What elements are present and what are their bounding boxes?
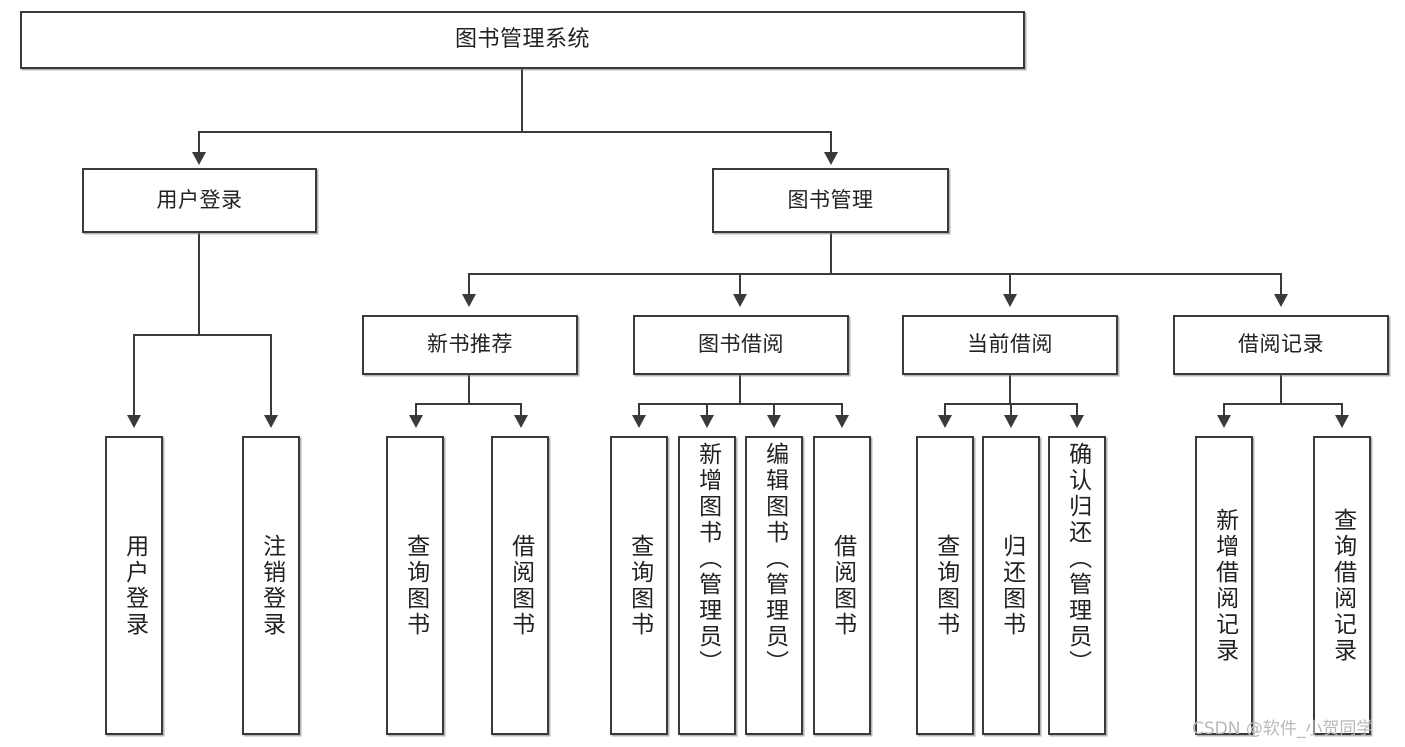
node-label: 查询借阅记录 <box>1329 507 1356 664</box>
edge-borrow-record-branch-2 <box>1341 403 1343 416</box>
node-label: 图书管理 <box>787 187 874 212</box>
node-leaf-query-book-current[interactable]: 查询图书 <box>916 436 974 735</box>
edge-to-current-borrow <box>1009 273 1011 295</box>
node-label: 新书推荐 <box>427 332 513 357</box>
node-label: 图书借阅 <box>698 332 784 357</box>
node-book-borrow[interactable]: 图书借阅 <box>633 315 849 375</box>
node-label: 图书管理系统 <box>454 26 590 52</box>
node-borrow-record[interactable]: 借阅记录 <box>1173 315 1389 375</box>
node-label: 用户登录 <box>156 187 243 212</box>
node-label: 编辑图书（管理员） <box>761 442 788 676</box>
arrowhead-to-current-borrow <box>1003 294 1017 307</box>
edge-to-borrow-record <box>1280 273 1282 295</box>
node-leaf-query-book-new[interactable]: 查询图书 <box>386 436 444 735</box>
edge-borrow-record-branch-1 <box>1223 403 1225 416</box>
arrowhead-to-book-borrow <box>733 294 747 307</box>
node-label: 归还图书 <box>998 533 1025 638</box>
arrowhead-book-borrow-leaf-1 <box>632 415 646 428</box>
node-label: 确认归还（管理员） <box>1064 442 1091 676</box>
edge-book-borrow-bus <box>638 403 842 405</box>
edge-borrow-record-stem <box>1280 375 1282 404</box>
arrowhead-current-borrow-leaf-3 <box>1070 415 1084 428</box>
node-book-management[interactable]: 图书管理 <box>712 168 949 233</box>
node-label: 新增借阅记录 <box>1211 507 1238 664</box>
arrowhead-current-borrow-leaf-2 <box>1004 415 1018 428</box>
edge-root-to-book-manage <box>830 131 832 153</box>
node-new-book-recommend[interactable]: 新书推荐 <box>362 315 578 375</box>
node-leaf-return-book[interactable]: 归还图书 <box>982 436 1040 735</box>
node-label: 查询图书 <box>932 533 959 638</box>
edge-to-new-book <box>468 273 470 295</box>
edge-book-borrow-stem <box>739 375 741 404</box>
node-label: 借阅图书 <box>507 533 534 638</box>
node-label: 查询图书 <box>626 533 653 638</box>
edge-borrow-record-bus <box>1223 403 1343 405</box>
edge-current-borrow-stem <box>1009 375 1011 404</box>
edge-current-borrow-branch-1 <box>944 403 946 416</box>
node-leaf-borrow-book-new[interactable]: 借阅图书 <box>491 436 549 735</box>
edge-new-book-stem <box>468 375 470 404</box>
arrowhead-borrow-record-leaf-1 <box>1217 415 1231 428</box>
edge-book-borrow-branch-3 <box>773 403 775 416</box>
edge-book-borrow-branch-2 <box>706 403 708 416</box>
node-label: 用户登录 <box>121 533 148 638</box>
node-label: 新增图书（管理员） <box>694 442 721 676</box>
node-leaf-edit-book-admin[interactable]: 编辑图书（管理员） <box>745 436 803 735</box>
arrowhead-new-book-leaf-2 <box>514 415 528 428</box>
node-current-borrow[interactable]: 当前借阅 <box>902 315 1118 375</box>
node-user-login[interactable]: 用户登录 <box>82 168 317 233</box>
node-leaf-query-book-borrow[interactable]: 查询图书 <box>610 436 668 735</box>
node-root-book-management-system[interactable]: 图书管理系统 <box>20 11 1025 69</box>
arrowhead-to-user-login <box>192 152 206 165</box>
node-label: 借阅图书 <box>829 533 856 638</box>
edge-current-borrow-branch-2 <box>1010 403 1012 416</box>
edge-root-to-user-login <box>198 131 200 153</box>
edge-book-manage-stem <box>830 233 832 275</box>
edge-root-stem <box>521 69 523 133</box>
edge-user-login-branch-1 <box>133 334 135 416</box>
node-label: 查询图书 <box>402 533 429 638</box>
arrowhead-to-borrow-record <box>1274 294 1288 307</box>
arrowhead-new-book-leaf-1 <box>409 415 423 428</box>
arrowhead-borrow-record-leaf-2 <box>1335 415 1349 428</box>
edge-new-book-branch-1 <box>415 403 417 416</box>
edge-current-borrow-branch-3 <box>1076 403 1078 416</box>
arrowhead-current-borrow-leaf-1 <box>938 415 952 428</box>
node-label: 借阅记录 <box>1238 332 1324 357</box>
node-leaf-query-borrow-record[interactable]: 查询借阅记录 <box>1313 436 1371 735</box>
edge-user-login-bus <box>133 334 272 336</box>
edge-book-borrow-branch-4 <box>841 403 843 416</box>
edge-new-book-bus <box>415 403 522 405</box>
arrowhead-book-borrow-leaf-3 <box>767 415 781 428</box>
edge-root-bus <box>198 131 832 133</box>
node-leaf-borrow-book[interactable]: 借阅图书 <box>813 436 871 735</box>
arrowhead-to-book-manage <box>824 152 838 165</box>
node-leaf-logout[interactable]: 注销登录 <box>242 436 300 735</box>
node-leaf-confirm-return-admin[interactable]: 确认归还（管理员） <box>1048 436 1106 735</box>
edge-new-book-branch-2 <box>520 403 522 416</box>
node-leaf-add-book-admin[interactable]: 新增图书（管理员） <box>678 436 736 735</box>
edge-to-book-borrow <box>739 273 741 295</box>
node-label: 注销登录 <box>258 533 285 638</box>
node-leaf-user-login[interactable]: 用户登录 <box>105 436 163 735</box>
node-leaf-add-borrow-record[interactable]: 新增借阅记录 <box>1195 436 1253 735</box>
edge-book-manage-bus <box>468 273 1280 275</box>
arrowhead-user-login-leaf-2 <box>264 415 278 428</box>
arrowhead-user-login-leaf-1 <box>127 415 141 428</box>
edge-user-login-branch-2 <box>270 334 272 416</box>
arrowhead-book-borrow-leaf-4 <box>835 415 849 428</box>
watermark: CSDN @软件_小贺同学 <box>1192 719 1374 739</box>
edge-user-login-stem <box>198 233 200 335</box>
edge-book-borrow-branch-1 <box>638 403 640 416</box>
arrowhead-to-new-book <box>462 294 476 307</box>
node-label: 当前借阅 <box>967 332 1053 357</box>
arrowhead-book-borrow-leaf-2 <box>700 415 714 428</box>
